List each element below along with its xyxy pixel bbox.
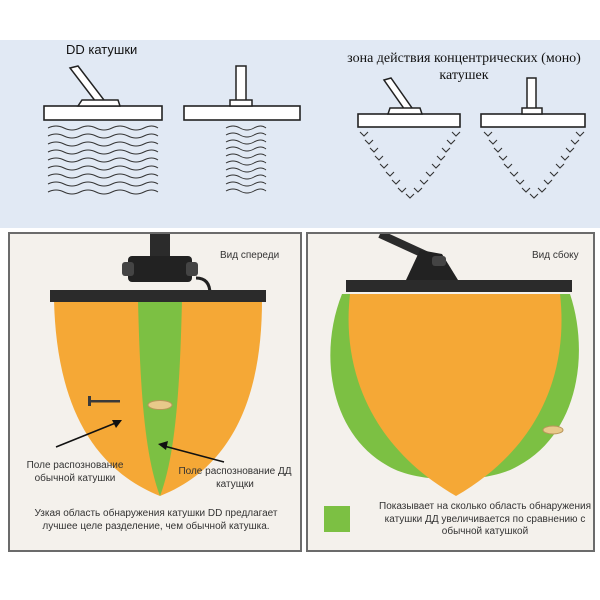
- concentric-field-cone-right: [483, 131, 585, 199]
- detector-shaft: [378, 234, 458, 280]
- side-view-illustration: [330, 234, 579, 496]
- coil-diagram-band: [0, 40, 600, 228]
- dd-field-waves-left: [47, 125, 159, 195]
- dd-field-label: Поле распознование ДД катущки: [178, 466, 292, 490]
- coin-target-icon: [542, 425, 564, 435]
- dd-legend-swatch: [324, 506, 350, 532]
- top-coil-diagrams: [43, 65, 586, 199]
- arrow-dd-field: [158, 441, 225, 463]
- dd-coil-field: [138, 300, 182, 496]
- concentric-coil-vertical: [480, 77, 586, 128]
- side-view-panel: Вид сбоку Показывает на сколько область …: [306, 232, 595, 552]
- dd-coils-label: DD катушки: [66, 42, 138, 57]
- normal-coil-field: [348, 294, 562, 496]
- coil-plate: [50, 290, 266, 302]
- concentric-coil-tilted: [357, 77, 461, 128]
- front-view-panel: Вид спереди Поле распознование обычной к…: [8, 232, 302, 552]
- coin-target-icon: [147, 400, 173, 410]
- concentric-coils-label: зона действия концентрических (моно) кат…: [347, 51, 581, 83]
- coil-plate: [346, 280, 572, 292]
- dd-coil-tilted: [43, 65, 163, 121]
- dd-coil-vertical: [183, 65, 301, 121]
- detector-shaft: [122, 234, 212, 295]
- normal-field-label: Поле распознование обычной катушки: [26, 460, 124, 484]
- dd-field-waves-narrow: [225, 125, 267, 194]
- concentric-field-cone-left: [359, 131, 461, 199]
- front-view-illustration: [50, 234, 266, 496]
- front-view-caption: Узкая область обнаружения катушки DD пре…: [34, 508, 278, 532]
- side-view-caption: Показывает на сколько область обнаружени…: [379, 501, 591, 537]
- side-view-label: Вид сбоку: [532, 250, 579, 261]
- front-view-label: Вид спереди: [220, 250, 280, 261]
- arrow-normal-field: [55, 420, 122, 448]
- nail-target-icon: [88, 396, 120, 406]
